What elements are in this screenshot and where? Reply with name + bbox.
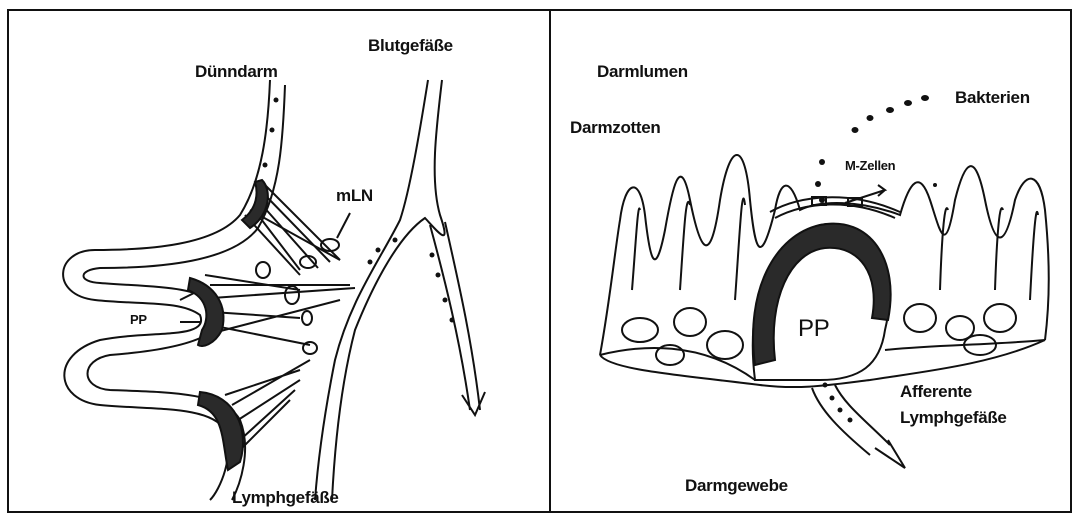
- afferent-arrow: [875, 440, 905, 468]
- label-afferent-line1: Afferente: [900, 382, 972, 402]
- label-intestinal-tissue: Darmgewebe: [685, 476, 788, 496]
- label-small-intestine: Dünndarm: [195, 62, 278, 82]
- label-bacteria: Bakterien: [955, 88, 1030, 108]
- blood-vessel-descending-2: [445, 222, 480, 410]
- label-villi: Darmzotten: [570, 118, 661, 138]
- label-mln: mLN: [336, 186, 373, 206]
- left-panel-drawing: [63, 80, 485, 500]
- figure-border: [8, 10, 1071, 512]
- blood-vessel-right: [332, 80, 445, 500]
- blood-vessel-descending: [430, 225, 470, 410]
- label-intestinal-lumen: Darmlumen: [597, 62, 688, 82]
- label-pp-left: PP: [130, 312, 147, 327]
- afferent-lymph-vessel: [812, 388, 870, 455]
- mln-pointer: [337, 213, 350, 238]
- patch-lower: [198, 392, 243, 470]
- label-lymph-vessels: Lymphgefäße: [232, 488, 339, 508]
- label-blood-vessels: Blutgefäße: [368, 36, 453, 56]
- label-pp-right: PP: [798, 315, 829, 343]
- label-afferent-line2: Lymphgefäße: [900, 408, 1007, 428]
- pp-dome-cap: [753, 224, 891, 365]
- intestine-wall-inner: [84, 85, 286, 500]
- label-m-cells: M-Zellen: [845, 158, 895, 173]
